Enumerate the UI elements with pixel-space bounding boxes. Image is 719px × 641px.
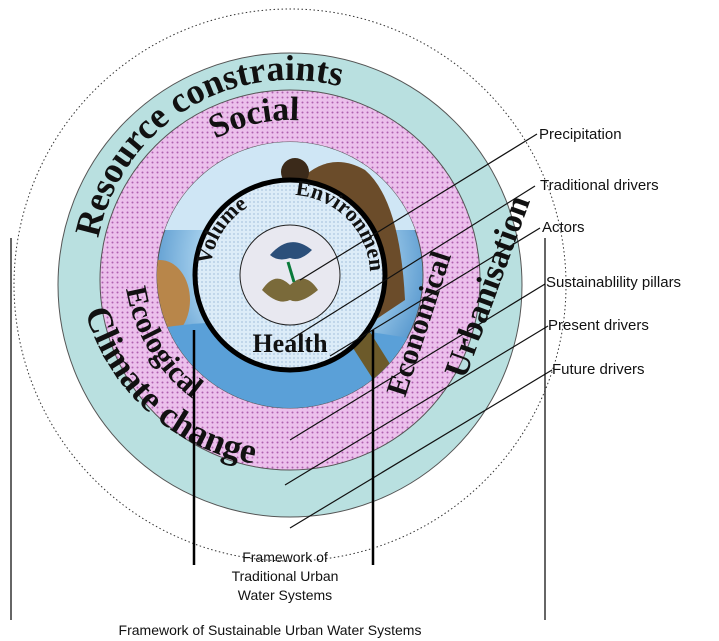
traditional-caption-line3: Water Systems (238, 587, 332, 603)
health-label: Health (252, 329, 328, 358)
precipitation-icon (262, 242, 318, 302)
traditional-framework-bracket (192, 330, 375, 565)
precipitation-disc (239, 224, 341, 326)
sustainable-framework-boundary (13, 8, 567, 562)
callout-present-drivers: Present drivers (548, 317, 649, 334)
callout-precipitation: Precipitation (539, 126, 622, 143)
callout-future-drivers: Future drivers (552, 361, 645, 378)
leader-lines (284, 133, 553, 529)
sustainable-caption: Framework of Sustainable Urban Water Sys… (119, 622, 422, 638)
traditional-caption-line2: Traditional Urban (232, 568, 339, 584)
callout-actors: Actors (542, 219, 585, 236)
callout-sustainability-pillars: Sustainablility pillars (546, 274, 681, 291)
traditional-caption-line1: Framework of (242, 549, 328, 565)
sustainable-framework-bracket (10, 238, 546, 620)
callout-traditional-drivers: Traditional drivers (540, 177, 659, 194)
